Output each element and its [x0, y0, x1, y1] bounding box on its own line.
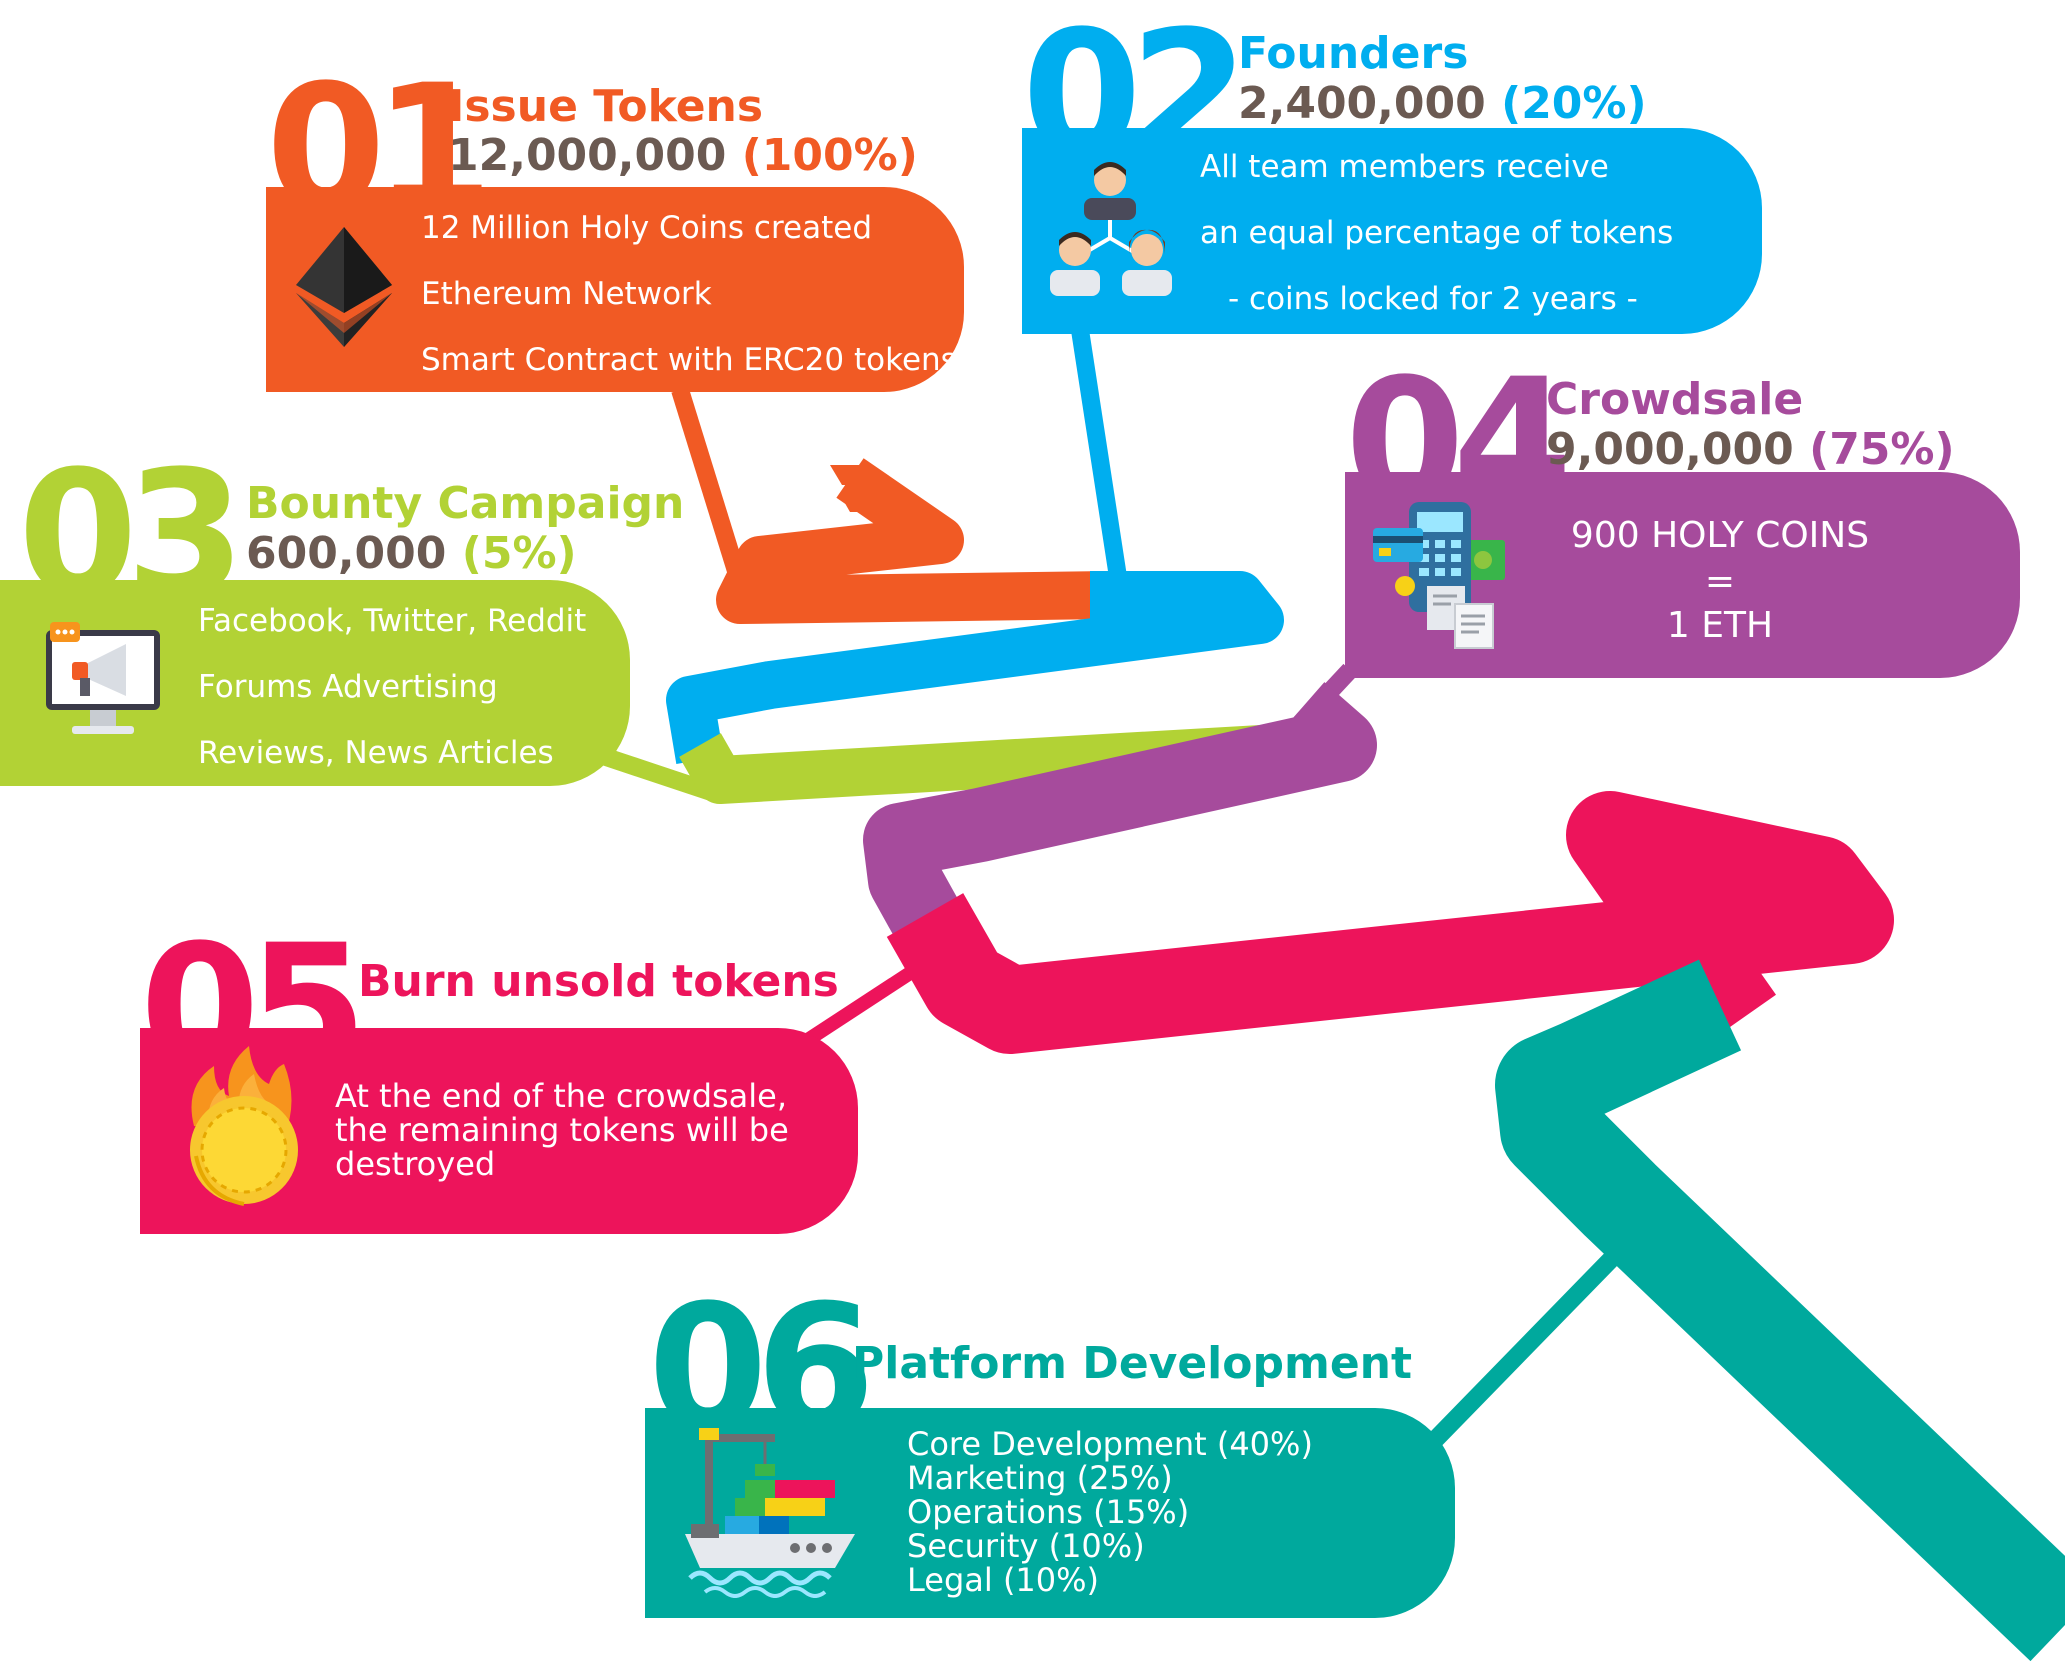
step-card: At the end of the crowdsale, the remaini… — [140, 1028, 858, 1234]
ethereum-icon — [296, 227, 392, 347]
path-segment-purple — [863, 682, 1377, 943]
card-line: 12 Million Holy Coins created — [421, 210, 873, 246]
step-title: Issue Tokens — [448, 81, 764, 132]
decor-dash-2 — [842, 498, 912, 512]
connector-02 — [1071, 328, 1129, 592]
step-amount: 2,400,000 (20%) — [1238, 82, 1647, 126]
payment-terminal-icon — [1373, 502, 1505, 649]
step-amount: 12,000,000 (100%) — [448, 134, 918, 178]
card-line: Operations (15%) — [907, 1493, 1190, 1531]
amount-value: 600,000 — [246, 528, 447, 579]
step-card: Core Development (40%) Marketing (25%) O… — [645, 1408, 1455, 1618]
path-segment-blue-top — [666, 571, 1284, 764]
card-line: All team members receive — [1200, 149, 1609, 185]
amount-percent: (5%) — [461, 528, 577, 579]
card-line: 900 HOLY COINS — [1570, 515, 1870, 556]
step-title: Platform Development — [852, 1338, 1413, 1389]
amount-percent: (20%) — [1501, 78, 1647, 129]
card-line: - coins locked for 2 years - — [1228, 281, 1638, 317]
amount-value: 2,400,000 — [1238, 78, 1486, 129]
amount-percent: (75%) — [1809, 424, 1955, 475]
amount-value: 12,000,000 — [448, 130, 727, 181]
card-line: Legal (10%) — [907, 1561, 1100, 1599]
card-line: Security (10%) — [907, 1527, 1145, 1565]
path-segment-orange — [716, 458, 1111, 624]
card-line: = — [1704, 561, 1736, 602]
step-card: Facebook, Twitter, Reddit Forums Adverti… — [0, 580, 630, 786]
card-line: At the end of the crowdsale, — [335, 1077, 788, 1115]
card-line: Smart Contract with ERC20 tokens — [421, 342, 957, 378]
card-line: Marketing (25%) — [907, 1459, 1173, 1497]
step-amount: 9,000,000 (75%) — [1546, 428, 1955, 472]
path-segment-pink — [886, 791, 1894, 1054]
team-icon — [1050, 162, 1172, 296]
step-card: All team members receive an equal percen… — [1022, 128, 1762, 334]
step-card: 900 HOLY COINS = 1 ETH — [1345, 472, 2020, 678]
card-line: an equal percentage of tokens — [1200, 215, 1674, 251]
step-title: Burn unsold tokens — [358, 956, 839, 1007]
card-line: the remaining tokens will be — [335, 1111, 789, 1149]
step-card: 12 Million Holy Coins created Ethereum N… — [266, 187, 964, 392]
amount-percent: (100%) — [741, 130, 918, 181]
card-line: 1 ETH — [1666, 605, 1774, 646]
card-line: Forums Advertising — [198, 669, 498, 705]
path-segment-teal — [1495, 959, 2065, 1662]
step-title: Bounty Campaign — [246, 478, 685, 529]
step-title: Crowdsale — [1546, 374, 1804, 425]
card-line: Reviews, News Articles — [198, 735, 554, 771]
connector-06 — [1423, 1243, 1627, 1452]
card-line: Ethereum Network — [421, 276, 712, 312]
step-title: Founders — [1238, 28, 1469, 79]
card-line: Core Development (40%) — [907, 1425, 1313, 1463]
megaphone-monitor-icon — [46, 622, 160, 734]
amount-value: 9,000,000 — [1546, 424, 1794, 475]
card-line: destroyed — [335, 1145, 496, 1183]
step-amount: 600,000 (5%) — [246, 532, 577, 576]
decor-dash-1 — [830, 465, 872, 485]
burning-coin-icon — [190, 1046, 298, 1206]
cargo-ship-icon — [685, 1428, 855, 1598]
card-line: Facebook, Twitter, Reddit — [198, 603, 587, 639]
